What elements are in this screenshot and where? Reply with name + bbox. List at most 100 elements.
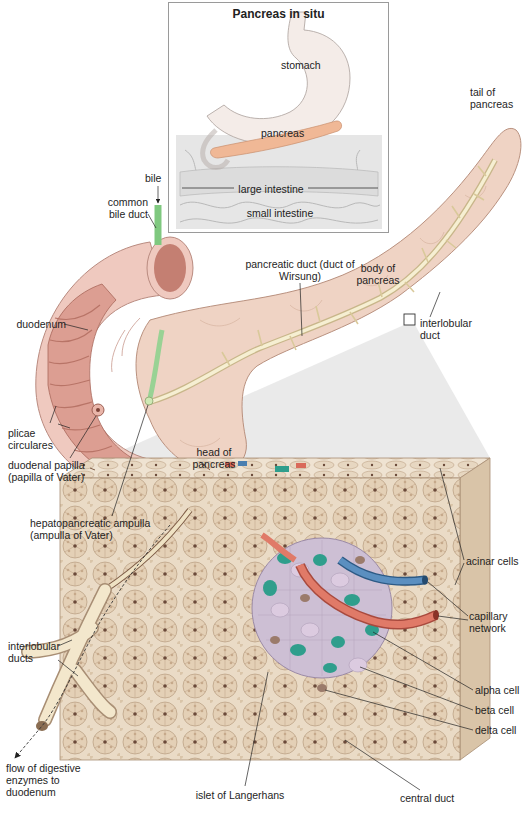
part-label: beta cell [475,704,525,716]
delta-cells [270,556,365,692]
zoom-marker [404,314,415,325]
inset-illustration [169,3,388,232]
interlobular-duct-branches [222,166,486,366]
alpha-cell [263,580,277,596]
common-bile-duct [155,205,162,245]
beta-cell [271,603,289,617]
capillary-outline [340,560,425,581]
organ-label: large intestine [231,183,311,195]
inset-heading: Pancreas in situ [169,8,388,20]
part-label: duodenum [8,318,66,330]
delta-cell [355,556,365,564]
alpha-cell [290,644,306,656]
pancreas [136,128,521,472]
part-label: interlobular duct [420,317,484,341]
part-label: alpha cell [475,684,525,696]
part-label: tail of pancreas [470,86,522,110]
part-label: flow of digestive enzymes to duodenum [6,762,96,798]
leader-line [345,740,420,790]
bile-duct-in-head [150,330,162,398]
leader-lines [50,186,473,790]
intestines [176,135,382,229]
delta-cell [300,594,310,602]
delta-cell [317,684,327,692]
leader-line [430,292,440,317]
pancreas-body [136,128,521,472]
tissue-block [60,458,490,760]
capillary-red [262,535,295,560]
alpha-cell [331,636,345,648]
part-label: islet of Langerhans [180,789,300,801]
inset-ground [169,3,388,232]
inset-box: Pancreas in situ stomach pancreas large int… [168,2,389,233]
duct-tube [28,590,110,720]
part-label: central duct [400,792,480,804]
duct-lumen [36,721,48,731]
capillary-stub [238,461,247,466]
capillary-blue [340,560,425,581]
organ-label: stomach [281,59,341,71]
leader-line [373,632,473,690]
leader-line [70,416,96,458]
pancreatic-duct-outline [150,160,495,402]
part-label: acinar cells [466,555,524,567]
part-label: capillary network [469,610,525,634]
duct-outline [28,590,110,720]
leader-line [58,640,72,646]
bile-arrow [158,186,159,203]
leader-line [58,424,70,428]
duodenum-small [203,130,228,168]
leader-line [245,672,268,786]
duodenum-opening [147,237,193,299]
organ-label: pancreas [261,127,321,139]
leader-line [112,405,148,516]
capillary-end [433,610,439,620]
islet-cell-borders [258,540,386,676]
leader-line [455,563,464,585]
leader-line [440,468,464,560]
duodenum-lumen [154,244,186,292]
beta-cell [349,658,367,672]
leader-line [50,406,56,423]
part-label: hepatopancreatic ampulla (ampulla of Vat… [30,517,170,541]
alpha-cell [313,554,327,566]
leader-line [438,616,468,620]
duodenal-papilla [92,404,104,416]
part-label: plicae circulares [8,427,70,451]
intestine-loops [180,150,380,223]
large-intestine [180,167,378,196]
beta-cell [301,623,319,637]
part-label: delta cell [475,724,525,736]
duct-stub [90,462,210,470]
leader-line [325,690,473,730]
leader-line [148,214,156,228]
pancreatic-duct [150,160,495,402]
part-label: bile [145,172,175,184]
part-label: pancreatic duct (duct of Wirsung) [245,258,355,282]
pancreas-small [211,121,342,158]
delta-cell [270,636,280,644]
part-label: head of pancreas [188,446,240,470]
capillary-stub [296,463,306,468]
papilla-opening [96,408,100,412]
capillary-end [422,576,428,585]
leader-line [182,188,234,189]
alpha-cell [323,663,337,673]
alpha-cell [344,594,360,606]
leader-line [308,188,378,189]
islet-body [252,538,392,678]
block-top-face [60,458,490,478]
organ-label: small intestine [235,207,325,219]
duodenum-interior [48,284,132,478]
part-label: common bile duct [92,196,148,220]
part-label: body of pancreas [352,262,404,286]
part-label: duodenal papilla (papilla of Vater) [8,459,108,483]
beta-cell [331,573,349,587]
part-label: interlobular ducts [8,640,60,664]
leader-line [64,324,88,330]
leader-line [58,660,78,676]
islet-top [275,466,289,472]
